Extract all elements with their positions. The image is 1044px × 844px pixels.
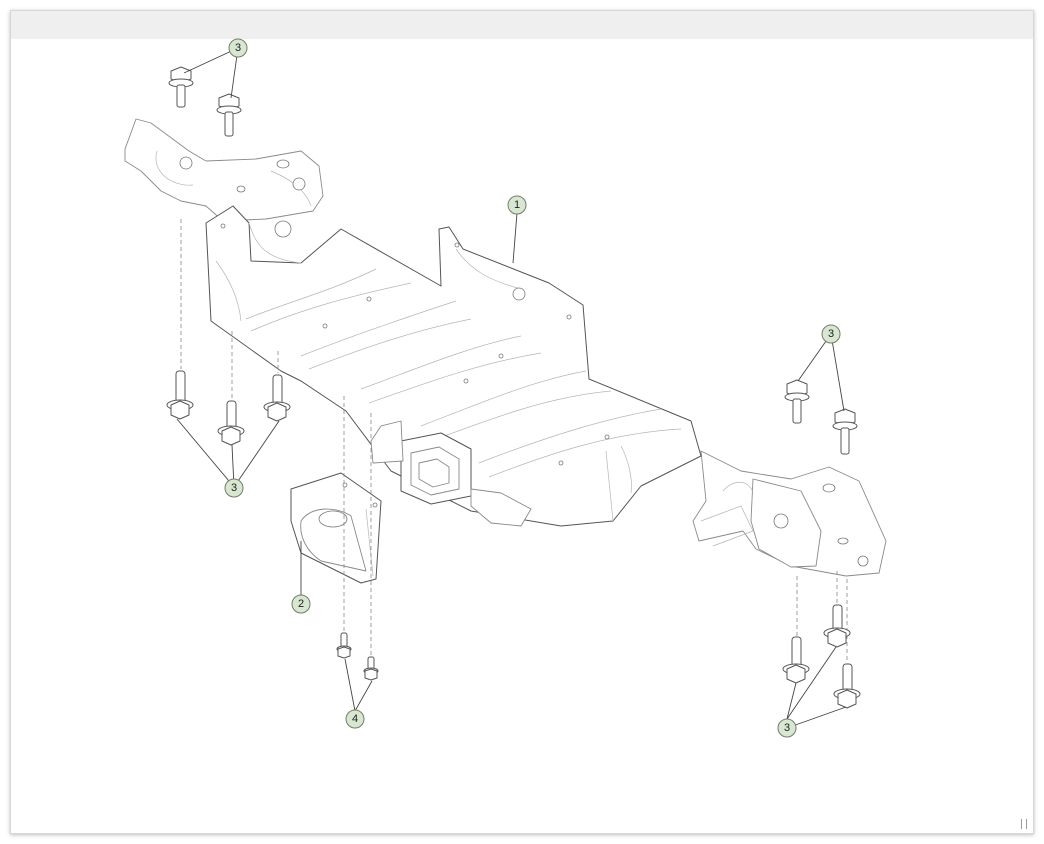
flange-bolt <box>784 379 810 424</box>
flange-bolt <box>168 66 194 108</box>
flange-bolt <box>166 370 194 420</box>
side-bracket <box>290 472 382 584</box>
callout-2: 2 <box>291 594 311 614</box>
diagram-frame: 1 3 <box>10 10 1034 834</box>
hitch-receiver-assembly <box>124 118 887 577</box>
callout-4-label: 4 <box>352 713 358 725</box>
resize-mark <box>1021 819 1027 829</box>
flange-bolt <box>782 636 810 684</box>
callout-4: 4 <box>345 709 365 729</box>
flange-bolt <box>217 400 245 446</box>
callout-3-top-left: 3 <box>228 38 248 58</box>
flange-bolt <box>823 604 851 648</box>
exploded-view-diagram: 1 3 <box>124 38 887 738</box>
flange-bolt <box>263 374 291 422</box>
flange-bolt <box>216 93 242 137</box>
small-bolt <box>363 656 379 681</box>
small-bolts <box>336 632 379 681</box>
lower-left-bolts <box>166 370 291 446</box>
callout-3-label: 3 <box>828 328 834 340</box>
callout-3-label: 3 <box>231 482 237 494</box>
frame-header-bar <box>11 11 1033 39</box>
callout-3-right-lower: 3 <box>777 718 797 738</box>
flange-bolt <box>833 663 861 709</box>
callout-3-lower-left: 3 <box>224 478 244 498</box>
small-bolt <box>336 632 352 659</box>
callout-3-label: 3 <box>235 42 241 54</box>
right-lower-bolts <box>782 604 861 709</box>
callout-3-right-upper: 3 <box>821 324 841 344</box>
callout-3-label: 3 <box>784 722 790 734</box>
callout-2-label: 2 <box>298 598 304 610</box>
right-upper-bolts <box>784 379 858 455</box>
callout-1: 1 <box>507 195 527 215</box>
left-frame-bracket <box>124 118 324 222</box>
top-left-bolts <box>168 66 242 137</box>
flange-bolt <box>832 408 858 455</box>
callout-1-label: 1 <box>514 199 520 211</box>
